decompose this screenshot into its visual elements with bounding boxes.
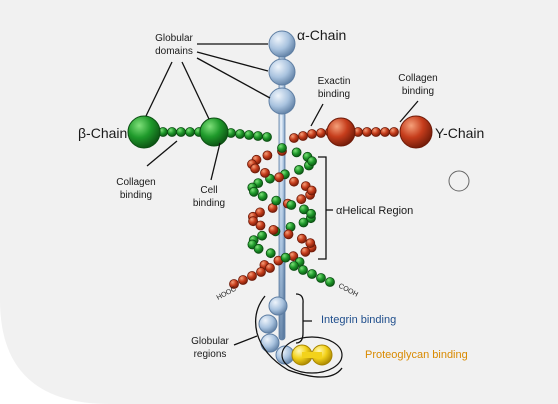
cell-binding-label-line2: binding <box>193 198 225 209</box>
beta-chain-label: β-Chain <box>78 125 127 141</box>
gamma-chain-bead <box>298 131 308 141</box>
beta-chain-bead <box>167 127 177 137</box>
exactin-binding-label-line1: Exactin <box>318 76 351 87</box>
gamma-globular-domain-inner <box>326 117 356 147</box>
helix-green-bead <box>257 230 268 241</box>
helix-red-bead <box>296 233 307 244</box>
beta-chain-bead <box>244 130 254 140</box>
helix-green-bead <box>265 248 276 259</box>
hooc-tail-bead <box>238 275 248 285</box>
helix-front-strand <box>229 143 335 289</box>
beta-chain-bead <box>176 127 186 137</box>
gamma-chain-bead <box>316 128 326 138</box>
alpha-globular-domain-2 <box>268 58 296 86</box>
helix-green-bead <box>291 147 302 158</box>
alpha-globular-region-1 <box>268 296 288 316</box>
pointer-lines <box>145 43 419 378</box>
gamma-chain-bead <box>389 127 399 137</box>
helix-green-bead <box>294 164 304 175</box>
alpha-globular-domain-1 <box>268 30 296 58</box>
cooh-tail-bead <box>307 269 317 279</box>
helix-red-bead <box>305 238 316 249</box>
beta-chain-bead <box>262 132 272 142</box>
globular-regions-label-line1: Globular <box>191 336 229 347</box>
collagen-binding-top-label-line1: Collagen <box>398 73 437 84</box>
helix-red-bead <box>306 185 317 196</box>
helix-red-bead <box>260 167 270 178</box>
globular-domains-label-line1: Globular <box>155 33 193 44</box>
helix-red-bead <box>262 150 273 161</box>
beta-chain-bead <box>235 129 245 139</box>
gamma-chain-bead <box>362 127 372 137</box>
alpha-globular-region-3 <box>260 333 280 353</box>
beta-globular-domain-inner <box>199 117 229 147</box>
gamma-globular-domain-outer <box>399 115 433 149</box>
helix-red-bead <box>255 207 265 218</box>
globular-domains-label-line2: domains <box>155 46 193 57</box>
beta-chain-bead <box>185 127 195 137</box>
gamma-chain-bead <box>289 133 299 143</box>
collagen-binding-bottom-label-line1: Collagen <box>116 177 155 188</box>
helix-green-bead <box>307 156 317 167</box>
helix-green-bead <box>253 243 264 254</box>
gamma-chain-bead <box>380 127 390 137</box>
beta-globular-domain-outer <box>127 115 161 149</box>
helix-green-bead <box>298 217 309 228</box>
gamma-chain-bead <box>307 129 317 139</box>
cooh-tail-bead <box>325 277 335 287</box>
helix-red-bead <box>248 216 259 227</box>
hooc-tail-bead <box>247 271 257 281</box>
helix-green-bead <box>277 143 287 153</box>
cooh-tail-bead <box>289 261 299 271</box>
proteoglycan-link <box>302 352 322 358</box>
decorative-circle <box>448 170 470 192</box>
helix-red-bead <box>274 172 285 183</box>
helix-green-bead <box>271 195 282 206</box>
helix-red-bead <box>296 194 307 205</box>
cell-binding-label-line1: Cell <box>200 185 217 196</box>
cooh-tail-bead <box>298 265 308 275</box>
proteoglycan-binding-label: Proteoglycan binding <box>365 349 468 361</box>
beta-chain-bead <box>253 131 263 141</box>
cooh-tail-bead <box>316 273 326 283</box>
helix-red-bead <box>283 229 294 240</box>
helix-green-bead <box>280 252 291 263</box>
alpha-globular-region-4 <box>275 345 295 365</box>
helix-green-bead <box>299 204 309 215</box>
gamma-chain-bead <box>371 127 381 137</box>
alpha-globular-region-2 <box>258 314 278 334</box>
gamma-chain-arm <box>289 127 399 143</box>
exactin-binding-label-line2: binding <box>318 89 350 100</box>
globular-regions-label-line2: regions <box>194 349 227 360</box>
helix-red-bead <box>250 163 261 174</box>
integrin-binding-label: Integrin binding <box>321 314 396 326</box>
helix-red-bead <box>268 224 279 235</box>
collagen-binding-bottom-label-line2: binding <box>120 190 152 201</box>
hooc-tail-bead <box>265 263 275 273</box>
helix-red-bead <box>255 220 266 231</box>
hooc-tail-bead <box>229 279 239 289</box>
gamma-chain-label: Y-Chain <box>435 125 484 141</box>
hooc-tail-bead <box>256 267 266 277</box>
helix-green-bead <box>306 208 317 219</box>
helix-green-bead <box>248 186 259 197</box>
helix-green-bead <box>286 200 297 210</box>
helix-green-bead <box>257 191 268 202</box>
collagen-binding-top-label-line2: binding <box>402 86 434 97</box>
alpha-chain-label: α-Chain <box>297 27 346 43</box>
helix-red-bead <box>289 176 299 187</box>
alpha-globular-domain-3 <box>268 87 296 115</box>
helix-red-bead <box>300 246 311 257</box>
helical-region-label: αHelical Region <box>336 205 413 217</box>
